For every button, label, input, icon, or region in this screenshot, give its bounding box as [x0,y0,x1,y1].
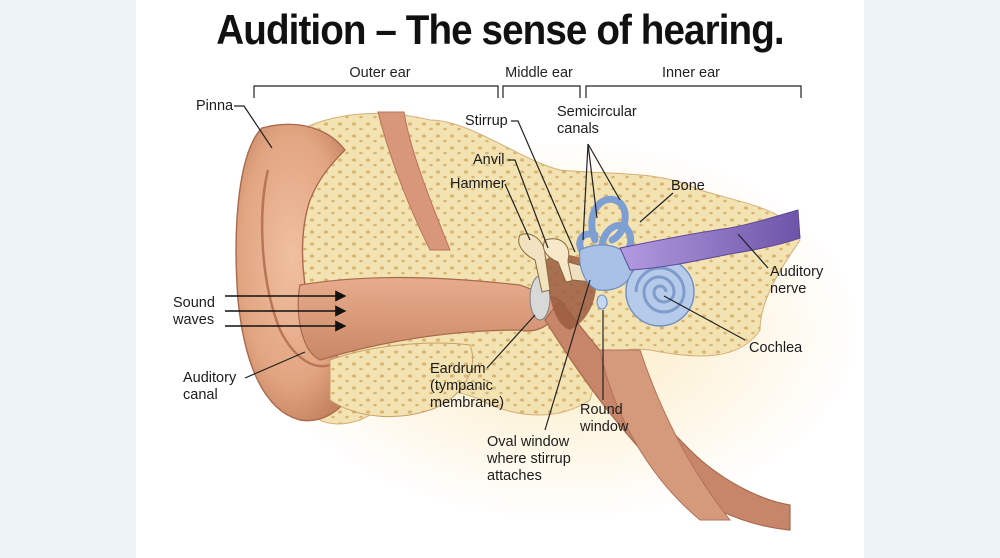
anvil-leader [508,159,549,249]
label-auditory-canal-2: canal [183,387,218,403]
pinna-inner-fold [260,169,331,368]
label-semicircular-2: canals [557,121,599,137]
label-cochlea: Cochlea [749,340,803,356]
label-stirrup: Stirrup [465,113,508,129]
label-bone: Bone [671,178,705,194]
lower-throat-tube [599,349,732,521]
label-oval-window-1: Oval window [487,434,570,450]
hammer-shape [518,233,551,293]
label-round-window-1: Round [580,402,623,418]
vestibule-shape [579,244,633,291]
label-anvil: Anvil [473,152,504,168]
eardrum-leader [486,314,536,369]
semicircular-leader-1 [587,143,598,219]
semicircular-leader-2 [587,143,621,201]
auditory-canal-leader [244,351,306,379]
label-oval-window-3: attaches [487,468,542,484]
hammer-leader [504,183,531,241]
page-title: Audition – The sense of hearing. [216,6,784,53]
semicircular-leader-3 [582,143,589,241]
inner-ear-bracket [585,85,802,98]
bone-leader [639,192,674,223]
label-eardrum-3: membrane) [430,395,504,411]
label-hammer: Hammer [450,176,506,192]
stirrup-leader [511,120,576,253]
section-outer-ear: Outer ear [349,65,410,81]
leader-lines [234,105,769,431]
label-oval-window-2: where stirrup [486,451,571,467]
section-inner-ear: Inner ear [662,65,720,81]
cochlea-leader [663,295,746,341]
label-eardrum-1: Eardrum [430,361,486,377]
label-auditory-canal-1: Auditory [183,370,237,386]
auditory-nerve-shape [619,209,801,271]
skin-strip [377,111,451,251]
label-auditory-nerve-1: Auditory [770,264,824,280]
pinna-leader [234,105,273,149]
anvil-shape [543,238,576,283]
section-middle-ear: Middle ear [505,65,573,81]
auditory-canal-shape [297,276,561,361]
lower-cartilage [329,342,474,417]
label-pinna: Pinna [196,98,234,114]
label-sound-waves-1: Sound [173,295,215,311]
label-round-window-2: window [579,419,629,435]
section-brackets [253,85,802,98]
auditory-nerve-leader [737,233,769,269]
label-eardrum-2: (tympanic [430,378,493,394]
label-semicircular-1: Semicircular [557,104,637,120]
outer-ear-bracket [253,85,499,98]
label-auditory-nerve-2: nerve [770,281,806,297]
round-window-shape [596,294,608,310]
label-sound-waves-2: waves [172,312,214,328]
cochlea-shape [625,257,695,327]
middle-ear-bracket [502,85,581,98]
oval-window-leader [544,279,591,431]
sound-wave-arrows [225,290,347,332]
